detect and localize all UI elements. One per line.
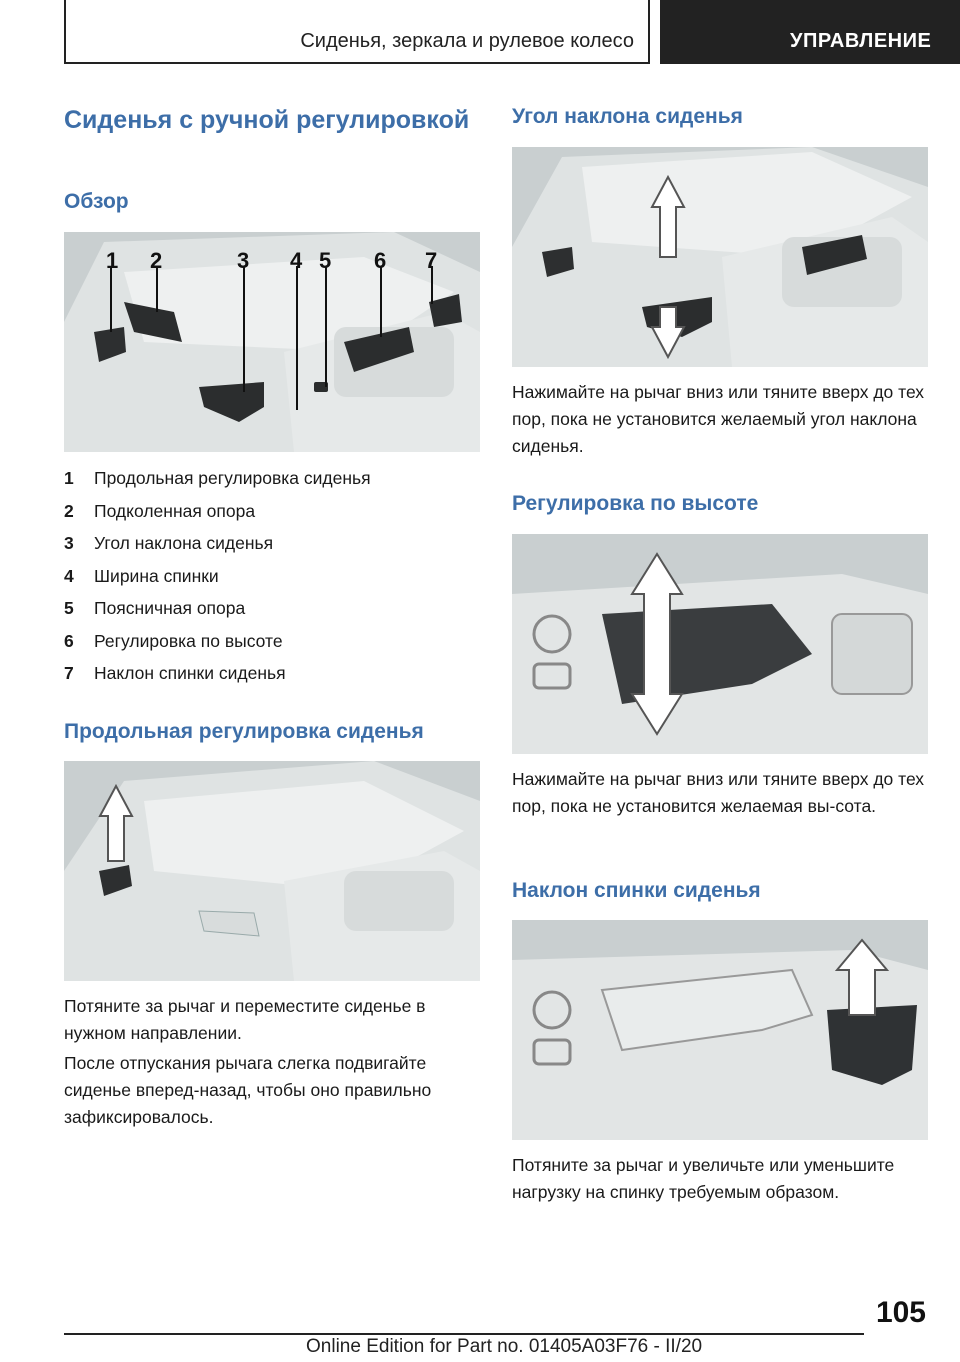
seat-tilt-illustration [512,147,928,367]
section-title: Сиденья, зеркала и рулевое колесо [300,30,634,52]
page-number: 105 [875,1296,926,1329]
height-heading: Регулировка по высоте [512,492,759,515]
chapter-label: УПРАВЛЕНИЕ [790,30,932,52]
tilt-text: Нажимайте на рычаг вниз или тяните вверх… [512,382,925,456]
callout-3: 3 [237,248,250,273]
longitudinal-text-1: Потяните за рычаг и переместите сиденье … [64,996,426,1043]
seat-height-illustration [512,534,928,754]
overview-figure: 1 2 3 4 5 6 7 [64,232,480,452]
tilt-figure [512,147,928,367]
callout-1: 1 [106,248,119,273]
page-title: Сиденья с ручной регулировкой [64,106,470,134]
overview-heading: Обзор [64,190,129,213]
height-text: Нажимайте на рычаг вниз или тяните вверх… [512,769,925,816]
footer-rule [64,1333,864,1335]
longitudinal-text-2: После отпускания рычага слегка подвигайт… [64,1053,432,1127]
running-header: Сиденья, зеркала и рулевое колесо [64,0,650,64]
backrest-heading: Наклон спинки сиденья [512,879,761,902]
tilt-heading: Угол наклона сиденья [512,105,743,128]
longitudinal-figure [64,761,480,981]
edition-note: Online Edition for Part no. 01405A03F76 … [306,1336,703,1357]
callout-6: 6 [374,248,387,273]
seat-overview-illustration [64,232,480,452]
backrest-text: Потяните за рычаг и увеличьте или уменьш… [512,1155,895,1202]
seat-longitudinal-illustration [64,761,480,981]
callout-4: 4 [290,248,303,273]
callout-5: 5 [319,248,332,273]
callout-7: 7 [425,248,438,273]
backrest-figure [512,920,928,1140]
height-figure [512,534,928,754]
callout-2: 2 [150,248,163,273]
longitudinal-heading: Продольная регулировка сиденья [64,720,424,743]
chapter-tab: УПРАВЛЕНИЕ [660,0,960,64]
seat-backrest-illustration [512,920,928,1140]
